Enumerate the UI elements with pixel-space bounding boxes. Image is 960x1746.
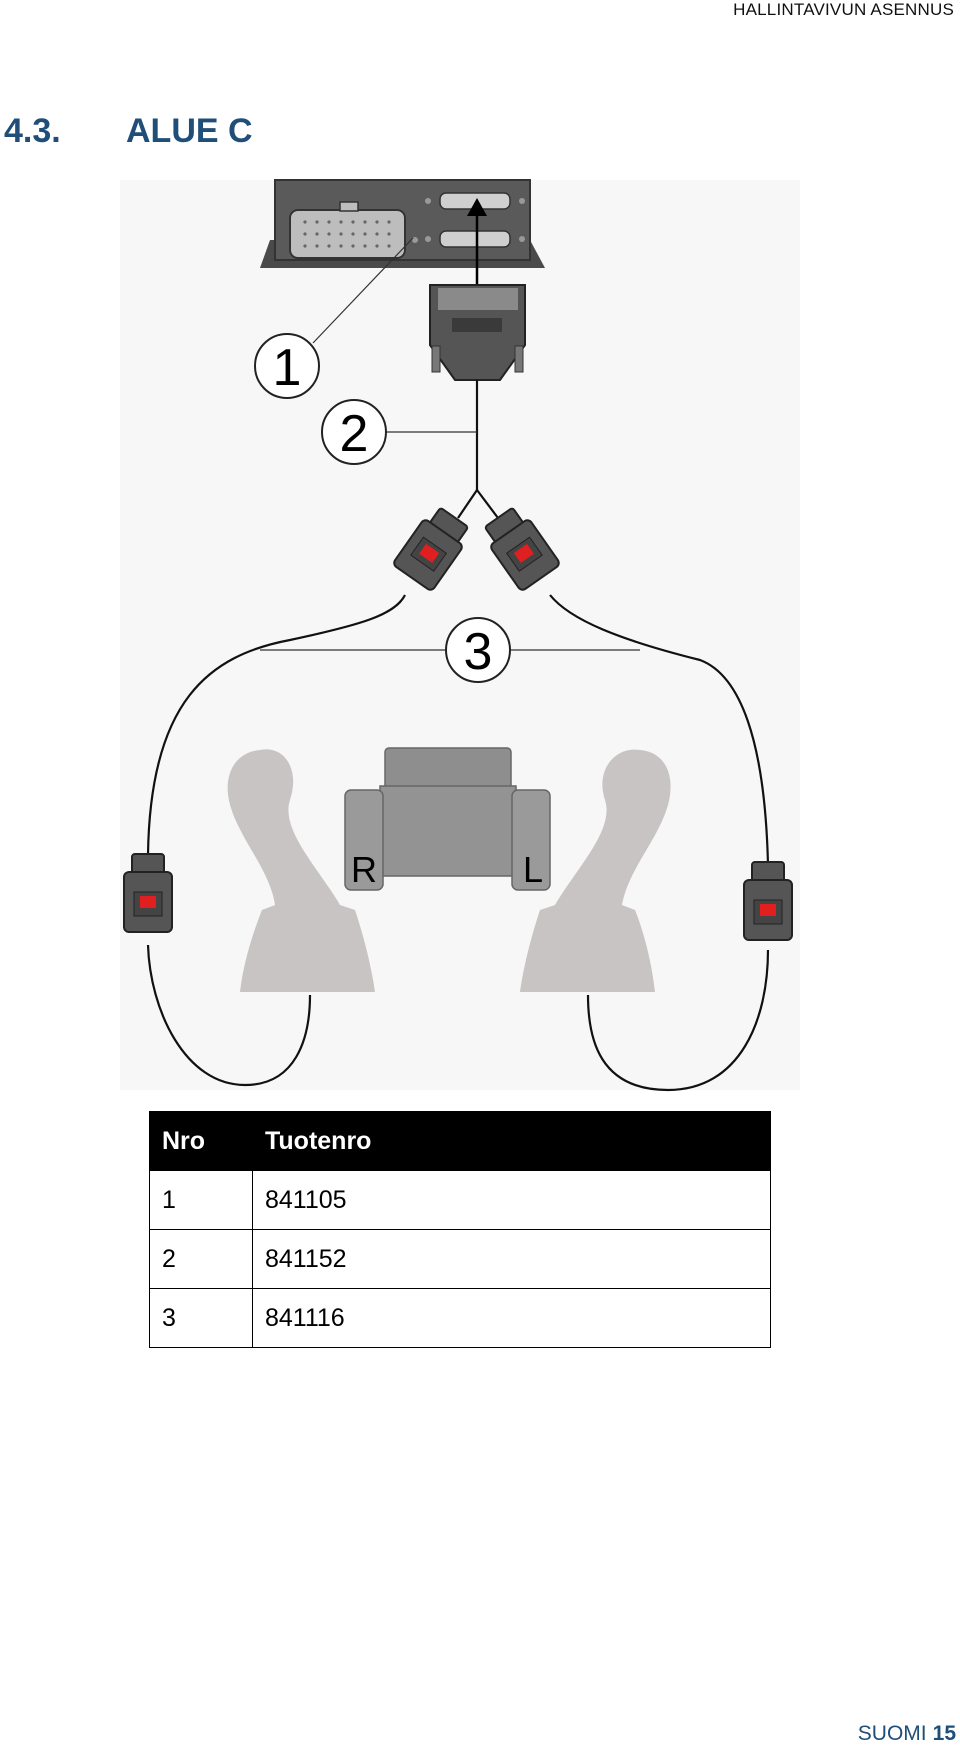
seat-label-left: L (523, 849, 543, 890)
row-tuotenro: 841116 (252, 1288, 771, 1348)
svg-text:3: 3 (464, 623, 493, 681)
svg-text:2: 2 (340, 405, 369, 463)
joystick-left (520, 749, 671, 992)
running-header: HALLINTAVIVUN ASENNUS (733, 0, 954, 19)
callout-1: 1 (254, 333, 320, 399)
row-tuotenro: 841105 (252, 1170, 771, 1230)
row-nro: 2 (149, 1229, 253, 1289)
control-unit (260, 179, 545, 268)
page-number: 15 (932, 1722, 956, 1745)
row-tuotenro: 841152 (252, 1229, 771, 1289)
connector-lower-left (123, 853, 173, 933)
row-nro: 1 (149, 1170, 253, 1230)
section-heading: 4.3. ALUE C (4, 112, 253, 151)
row-nro: 3 (149, 1288, 253, 1348)
column-header-nro: Nro (149, 1111, 253, 1171)
footer-language: SUOMI (857, 1722, 927, 1745)
joystick-right (227, 749, 375, 992)
seat: R L (344, 747, 551, 891)
section-number: 4.3. (4, 112, 61, 150)
connector-lower-right (743, 861, 793, 941)
connector-upper-right (484, 507, 560, 591)
callout-3: 3 (445, 617, 511, 683)
parts-table: Nro Tuotenro 1 841105 2 841152 3 841116 (149, 1111, 771, 1348)
dsub-plug (429, 284, 526, 381)
column-header-tuotenro: Tuotenro (252, 1111, 771, 1171)
callout-2: 2 (321, 399, 387, 465)
svg-text:1: 1 (273, 339, 302, 397)
wiring-diagram: 1 2 3 (123, 179, 793, 1092)
connector-upper-left (393, 507, 469, 591)
section-title: ALUE C (126, 112, 253, 150)
table-row: 1 841105 (149, 1170, 771, 1230)
table-header-row: Nro Tuotenro (149, 1111, 771, 1171)
table-row: 2 841152 (149, 1229, 771, 1289)
seat-label-right: R (351, 849, 377, 890)
table-row: 3 841116 (149, 1288, 771, 1348)
